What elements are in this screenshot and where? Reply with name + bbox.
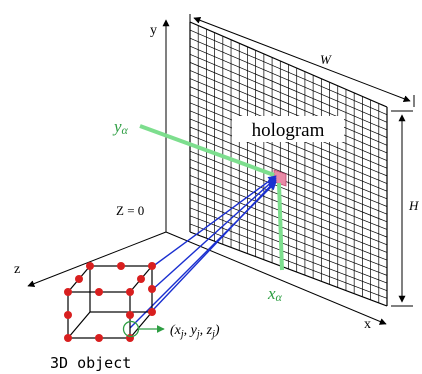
x-axis-label: x <box>364 317 371 332</box>
coordinate-axes: y x z Z = 0 <box>14 19 387 332</box>
grid-line <box>189 231 388 307</box>
object-point <box>64 334 72 342</box>
grid-line <box>189 118 388 200</box>
pixel-coordinate-markers: yα xα <box>112 117 284 304</box>
object-point <box>126 311 134 319</box>
grid-line <box>189 199 388 276</box>
grid-line <box>189 175 388 253</box>
hologram-label: hologram <box>252 120 325 141</box>
point-callout: (xj, yj, zj) <box>122 320 220 340</box>
grid-line <box>189 126 388 207</box>
x-alpha-label: xα <box>267 284 283 304</box>
ray <box>151 177 277 291</box>
object-caption: 3D object <box>50 354 131 372</box>
object-point <box>117 262 125 270</box>
width-dimension: W <box>189 14 415 107</box>
object-point <box>126 288 134 296</box>
object-point <box>148 262 156 270</box>
grid-line <box>189 150 388 230</box>
object-point <box>148 308 156 316</box>
grid-line <box>189 110 388 192</box>
cube-edge <box>129 311 153 339</box>
cube-front-face <box>67 291 131 339</box>
grid-line <box>189 102 388 184</box>
hologram-grid <box>189 21 388 307</box>
grid-line <box>189 207 388 284</box>
height-label: H <box>408 198 419 213</box>
object-point <box>95 334 103 342</box>
y-alpha-line <box>139 124 275 177</box>
plane-label: Z = 0 <box>116 203 144 218</box>
selected-point-ring <box>122 320 140 338</box>
ray <box>129 181 277 329</box>
object-point <box>75 275 83 283</box>
ray <box>151 175 277 268</box>
cube-edge <box>67 311 91 339</box>
light-rays <box>129 175 277 329</box>
hologram-label-bg <box>232 116 344 142</box>
grid-line <box>189 167 388 246</box>
object-point <box>64 311 72 319</box>
height-dimension: H <box>391 110 419 307</box>
point-coordinate-label: (xj, yj, zj) <box>170 323 220 340</box>
grid-line <box>189 134 388 215</box>
y-axis-label: y <box>150 23 157 38</box>
grid-line <box>189 191 388 269</box>
z-axis <box>27 231 167 287</box>
object-point <box>137 275 145 283</box>
object-point <box>64 288 72 296</box>
object-point <box>86 262 94 270</box>
object-point <box>148 285 156 293</box>
grid-line <box>189 215 388 292</box>
grid-line <box>189 158 388 238</box>
object-points <box>64 262 156 342</box>
grid-line <box>189 183 388 261</box>
z-axis-label: z <box>14 262 20 277</box>
x-axis <box>165 231 387 325</box>
x-alpha-line <box>277 182 284 271</box>
object-point <box>95 288 103 296</box>
y-alpha-label: yα <box>112 117 129 137</box>
width-label: W <box>320 52 332 67</box>
